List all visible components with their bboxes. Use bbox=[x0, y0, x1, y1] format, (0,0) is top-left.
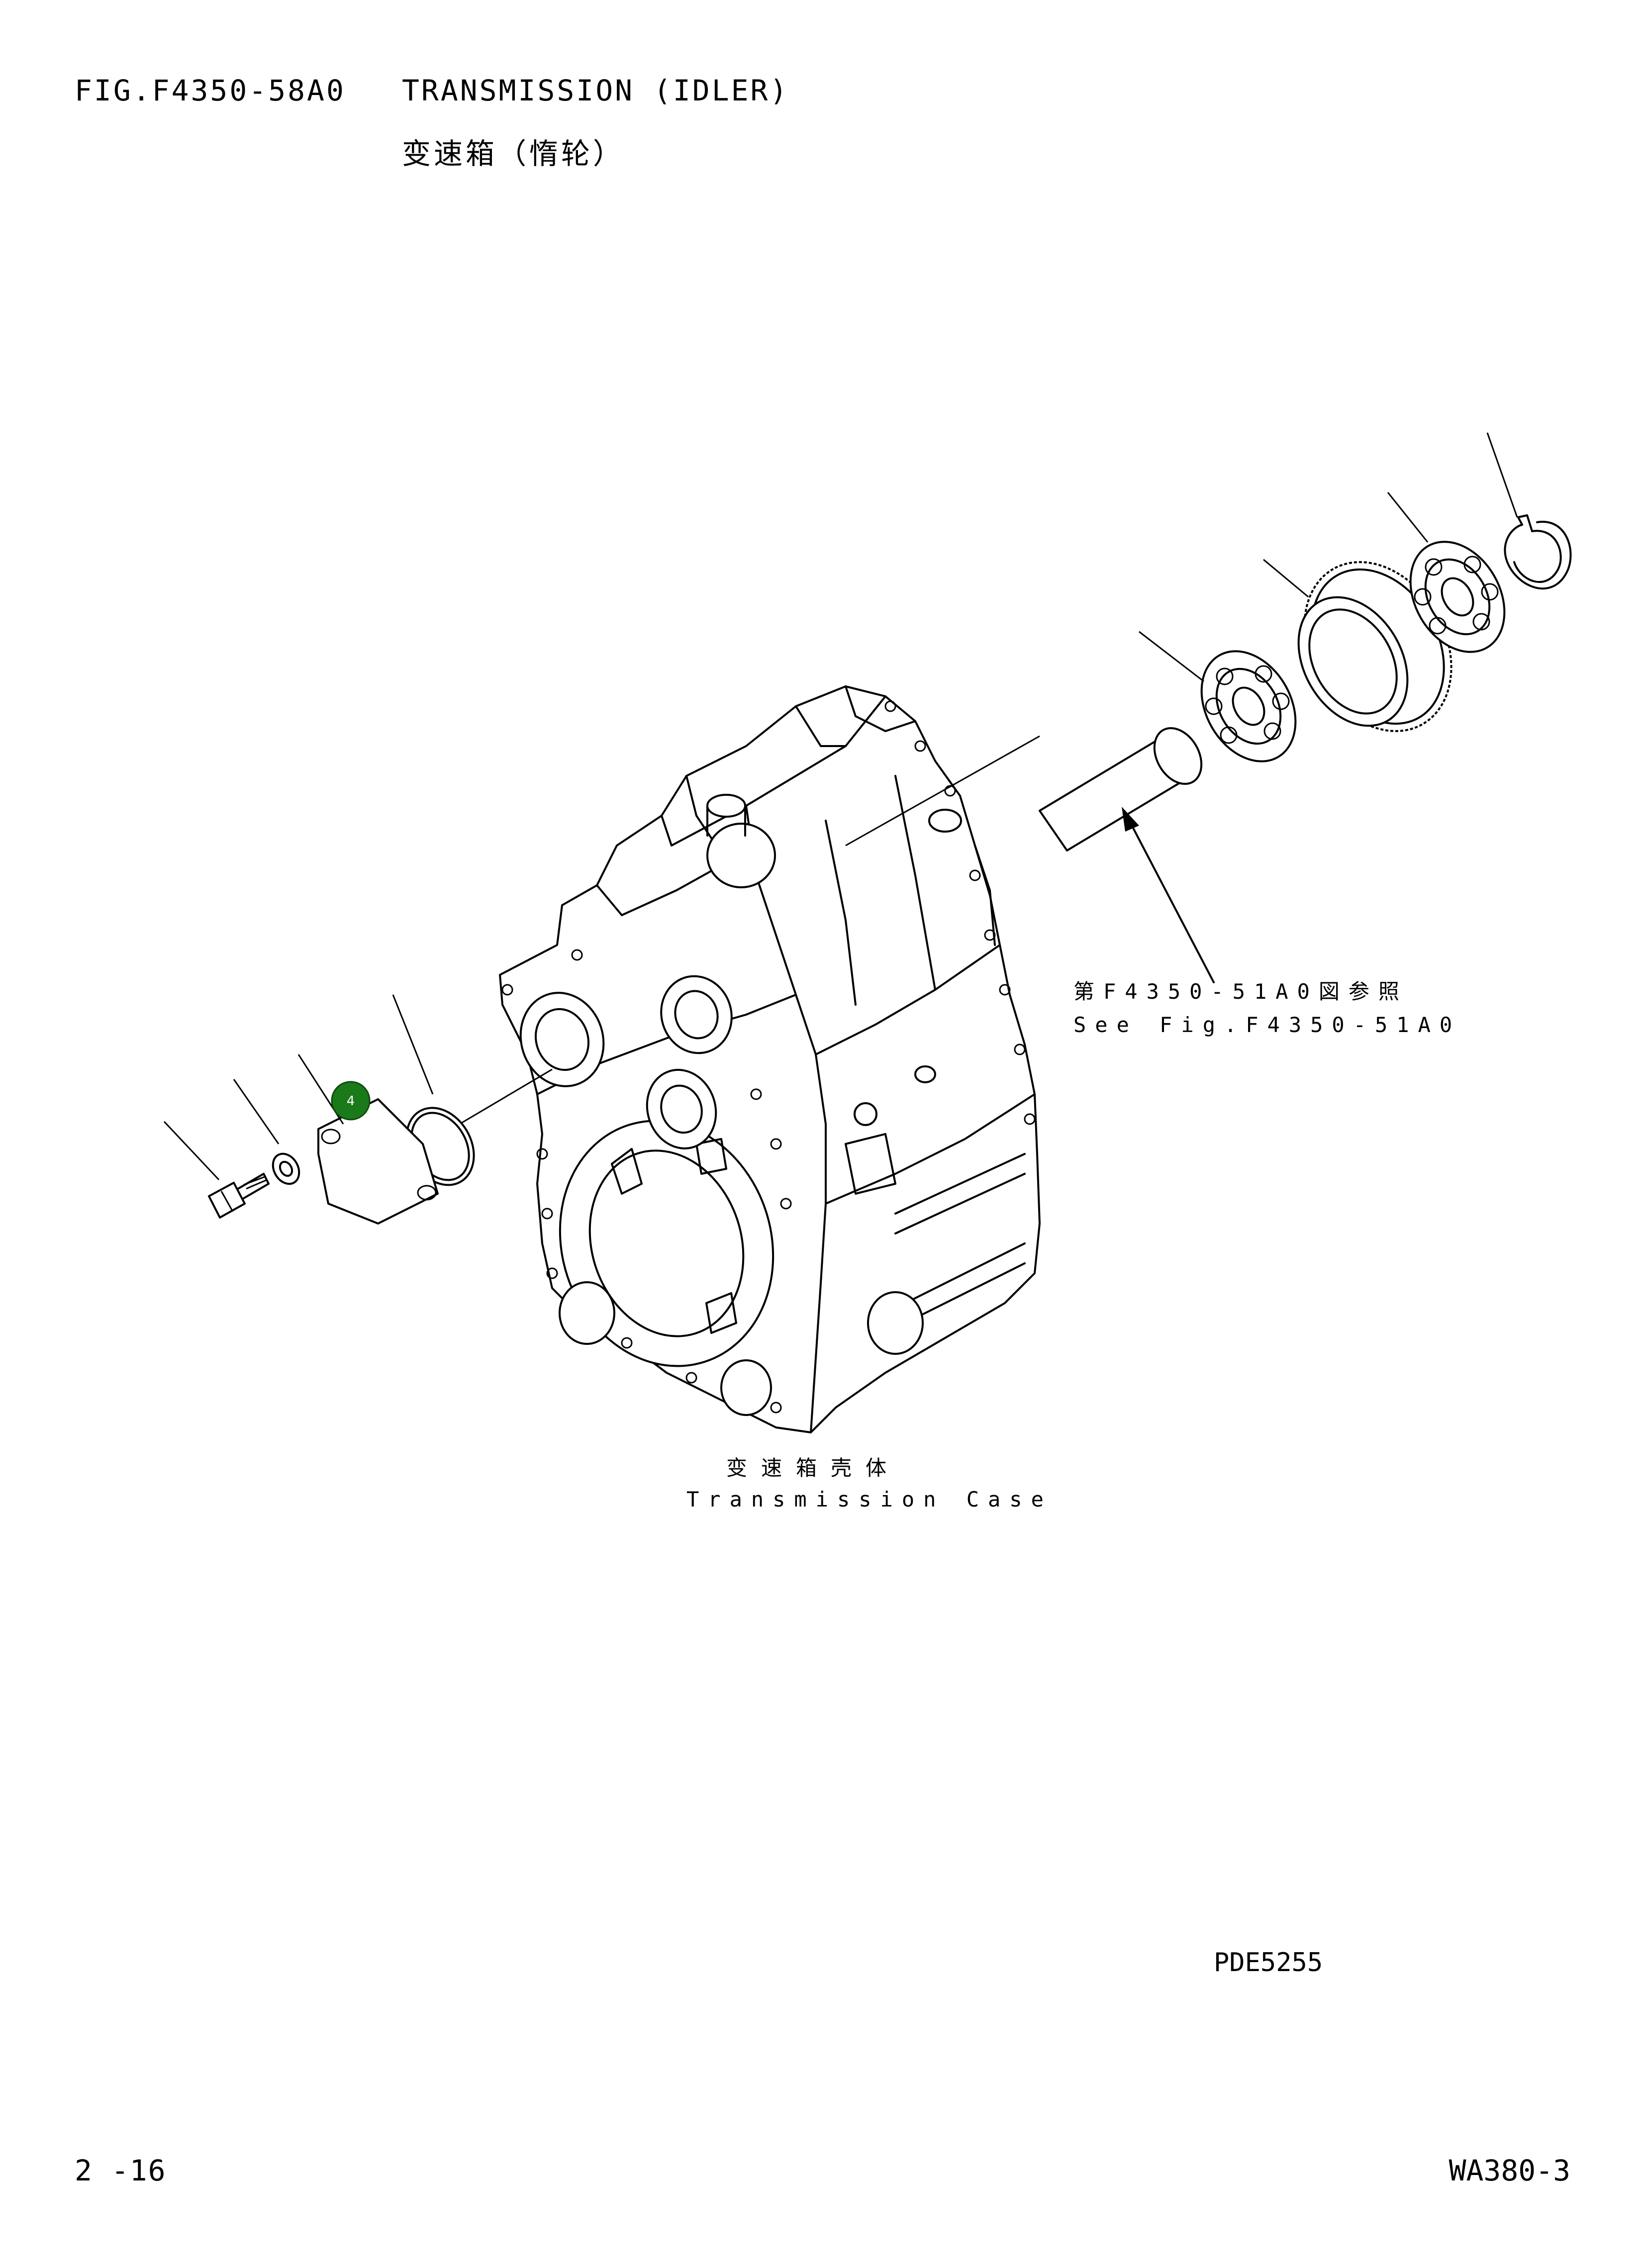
figure-title: TRANSMISSION (IDLER) bbox=[402, 74, 789, 107]
idler-gear bbox=[1297, 561, 1452, 732]
bolt bbox=[208, 1173, 270, 1219]
case-label-english: Transmission Case bbox=[686, 1487, 1053, 1512]
reference-arrow bbox=[1126, 815, 1215, 983]
idler-shaft bbox=[1039, 727, 1203, 851]
model-number: WA380-3 bbox=[1449, 2154, 1570, 2187]
figure-title-chinese: 变速箱（惰轮） bbox=[402, 137, 625, 171]
case-label-chinese: 变速箱壳体 bbox=[726, 1456, 901, 1480]
washer bbox=[272, 1152, 300, 1185]
transmission-case bbox=[499, 685, 1041, 1433]
leader-lines bbox=[163, 432, 1518, 1181]
page-number: 2 -16 bbox=[75, 2154, 167, 2187]
cover-plate bbox=[317, 1098, 439, 1225]
ball-bearing bbox=[1200, 650, 1297, 762]
reference-note-chinese: 第F4350-51A0図参照 bbox=[1073, 979, 1408, 1004]
snap-ring bbox=[1504, 514, 1572, 590]
callout-4[interactable]: 4 bbox=[331, 1081, 371, 1121]
drawing-code: PDE5255 bbox=[1214, 1948, 1323, 1978]
reference-arrowhead bbox=[1122, 807, 1139, 832]
reference-note-english: See Fig.F4350-51A0 bbox=[1073, 1013, 1461, 1037]
ball-bearing-2 bbox=[1409, 541, 1506, 653]
assembly-axis-line-upper bbox=[845, 735, 1040, 847]
callout-label: 4 bbox=[347, 1094, 355, 1109]
figure-number: FIG.F4350-58A0 bbox=[75, 74, 346, 107]
